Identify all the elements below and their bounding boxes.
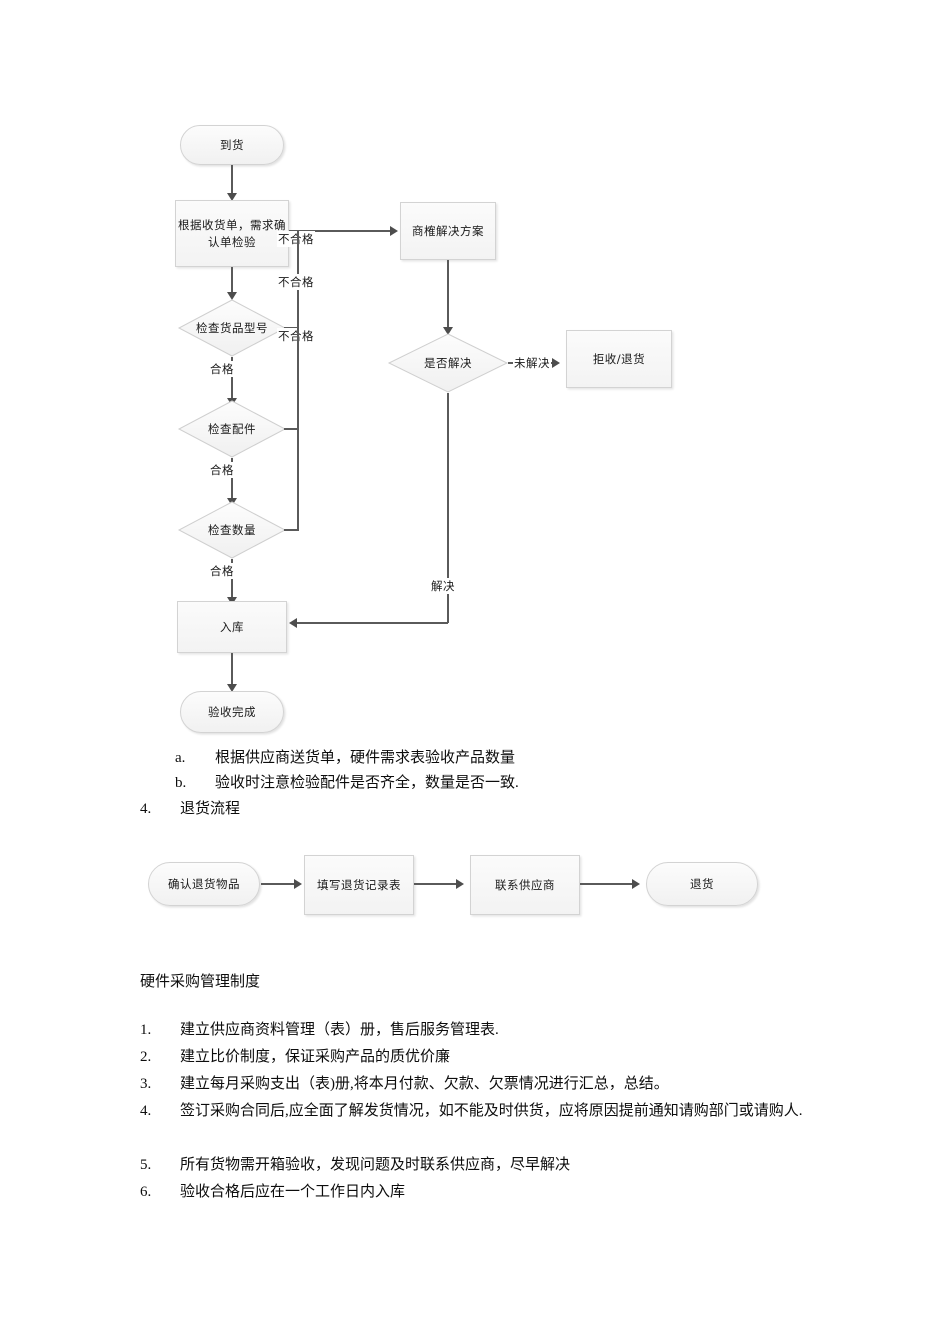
list-item-a-text: 根据供应商送货单，硬件需求表验收产品数量	[215, 750, 516, 766]
flow-node-reject-return[interactable]: 拒收/退货	[566, 330, 672, 388]
arrowhead-right-icon	[552, 358, 560, 368]
flow-node-confirm-return-goods-label: 确认退货物品	[168, 876, 240, 891]
flow-node-contact-supplier[interactable]: 联系供应商	[470, 855, 580, 915]
edge-fillform-to-contact	[414, 883, 460, 885]
edge-confirm-to-fillform	[261, 883, 299, 885]
flow-node-confirm-return-goods[interactable]: 确认退货物品	[148, 862, 260, 906]
list-item-4-return-process: 4. 退货流程	[140, 797, 740, 822]
policy-list-item-4-marker: 4.	[140, 1103, 152, 1119]
list-item-4-marker: 4.	[140, 801, 152, 817]
list-item-a-marker: a.	[175, 750, 186, 766]
arrowhead-down-icon	[227, 684, 237, 692]
edge-negotiate-to-isresolved	[447, 260, 449, 330]
policy-list-item-3-marker: 3.	[140, 1076, 152, 1092]
arrowhead-down-icon	[227, 193, 237, 201]
policy-list-item-6: 6. 验收合格后应在一个工作日内入库	[140, 1180, 405, 1205]
edge-isresolved-resolved-vertical	[447, 393, 449, 623]
flow-node-acceptance-complete[interactable]: 验收完成	[180, 691, 284, 733]
edge-fail-trunk-vertical	[297, 230, 299, 530]
flow-node-acceptance-complete-label: 验收完成	[208, 704, 256, 719]
arrowhead-left-icon	[289, 618, 297, 628]
diamond-shape-icon	[177, 501, 287, 559]
policy-list-item-6-text: 验收合格后应在一个工作日内入库	[180, 1184, 406, 1200]
policy-list-item-1: 1. 建立供应商资料管理（表）册，售后服务管理表.	[140, 1018, 499, 1043]
policy-list-item-2: 2. 建立比价制度，保证采购产品的质优价廉	[140, 1045, 450, 1070]
arrowhead-down-icon	[227, 292, 237, 300]
edge-label-fail-2: 不合格	[277, 274, 315, 290]
flow-node-arrival-label: 到货	[220, 137, 244, 152]
arrowhead-right-icon	[632, 879, 640, 889]
policy-list-item-4: 4. 签订采购合同后,应全面了解发货情况，如不能及时供货，应将原因提前通知请购部…	[140, 1099, 830, 1124]
list-item-b: b. 验收时注意检验配件是否齐全，数量是否一致.	[175, 771, 775, 796]
flow-node-check-model-label: 检查货品型号	[196, 321, 268, 335]
arrowhead-right-icon	[390, 226, 398, 236]
arrowhead-down-icon	[443, 327, 453, 335]
policy-list-item-4-text: 签订采购合同后,应全面了解发货情况，如不能及时供货，应将原因提前通知请购部门或请…	[180, 1103, 803, 1119]
flow-node-inspect-by-documents[interactable]: 根据收货单，需求确认单检验	[175, 200, 289, 267]
edge-checkqty-to-warehouse	[231, 559, 233, 601]
diamond-shape-icon	[387, 333, 509, 393]
edge-label-pass-2: 合格	[209, 462, 235, 478]
flow-node-check-parts[interactable]: 检查配件	[177, 400, 287, 458]
policy-list-item-5: 5. 所有货物需开箱验收，发现问题及时联系供应商，尽早解决	[140, 1153, 570, 1178]
edge-label-pass-1: 合格	[209, 361, 235, 377]
policy-list-item-1-text: 建立供应商资料管理（表）册，售后服务管理表.	[180, 1022, 499, 1038]
edge-checkparts-fail	[284, 428, 299, 430]
list-item-a: a. 根据供应商送货单，硬件需求表验收产品数量	[175, 746, 775, 771]
edge-warehouse-to-done	[231, 653, 233, 687]
policy-list-item-2-marker: 2.	[140, 1049, 152, 1065]
flow-node-return-goods[interactable]: 退货	[646, 862, 758, 906]
policy-list-item-2-text: 建立比价制度，保证采购产品的质优价廉	[180, 1049, 451, 1065]
list-item-4-text: 退货流程	[180, 801, 241, 817]
flow-node-negotiate-solution-label: 商榷解决方案	[412, 223, 484, 238]
policy-list-item-5-marker: 5.	[140, 1157, 152, 1173]
flow-node-arrival[interactable]: 到货	[180, 125, 284, 165]
edge-label-unresolved: 未解决	[513, 355, 551, 371]
diamond-shape-icon	[177, 299, 287, 357]
flow-node-is-resolved[interactable]: 是否解决	[387, 333, 509, 393]
policy-list-item-3: 3. 建立每月采购支出（表)册,将本月付款、欠款、欠票情况进行汇总，总结。	[140, 1072, 669, 1097]
edge-label-fail-3: 不合格	[277, 328, 315, 344]
flow-node-fill-return-record-form-label: 填写退货记录表	[317, 877, 401, 892]
edge-checkqty-fail	[284, 529, 299, 531]
list-item-b-marker: b.	[175, 775, 187, 791]
arrowhead-right-icon	[294, 879, 302, 889]
policy-list-item-5-text: 所有货物需开箱验收，发现问题及时联系供应商，尽早解决	[180, 1157, 571, 1173]
flow-node-check-model[interactable]: 检查货品型号	[177, 299, 287, 357]
flow-node-check-parts-label: 检查配件	[208, 422, 256, 436]
edge-resolved-to-warehouse	[297, 622, 448, 624]
flow-node-inspect-by-documents-label: 根据收货单，需求确认单检验	[178, 217, 286, 249]
edge-inspect-to-checkmodel	[231, 267, 233, 295]
flow-node-contact-supplier-label: 联系供应商	[495, 877, 555, 892]
edge-inspect-to-negotiate	[289, 230, 393, 232]
diamond-shape-icon	[177, 400, 287, 458]
flow-node-check-quantity[interactable]: 检查数量	[177, 501, 287, 559]
list-item-b-text: 验收时注意检验配件是否齐全，数量是否一致.	[215, 775, 519, 791]
edge-checkmodel-to-checkparts	[231, 357, 233, 402]
flow-node-fill-return-record-form[interactable]: 填写退货记录表	[304, 855, 414, 915]
edge-arrival-to-inspect	[231, 165, 233, 196]
edge-contact-to-return	[580, 883, 636, 885]
arrowhead-right-icon	[456, 879, 464, 889]
flow-node-is-resolved-label: 是否解决	[424, 356, 472, 370]
flow-node-check-quantity-label: 检查数量	[208, 523, 256, 537]
flow-node-return-goods-label: 退货	[690, 876, 714, 891]
edge-label-fail-1: 不合格	[277, 231, 315, 247]
edge-checkparts-to-checkqty	[231, 458, 233, 502]
policy-heading: 硬件采购管理制度	[140, 974, 261, 990]
flow-node-warehouse-in-label: 入库	[220, 619, 244, 634]
edge-checkmodel-fail	[284, 327, 299, 329]
edge-label-resolved: 解决	[430, 578, 456, 594]
policy-list-item-3-text: 建立每月采购支出（表)册,将本月付款、欠款、欠票情况进行汇总，总结。	[180, 1076, 669, 1092]
policy-list-item-6-marker: 6.	[140, 1184, 152, 1200]
flow-node-negotiate-solution[interactable]: 商榷解决方案	[400, 202, 496, 260]
policy-list-item-1-marker: 1.	[140, 1022, 152, 1038]
flow-node-reject-return-label: 拒收/退货	[592, 351, 646, 366]
edge-label-pass-3: 合格	[209, 563, 235, 579]
flow-node-warehouse-in[interactable]: 入库	[177, 601, 287, 653]
